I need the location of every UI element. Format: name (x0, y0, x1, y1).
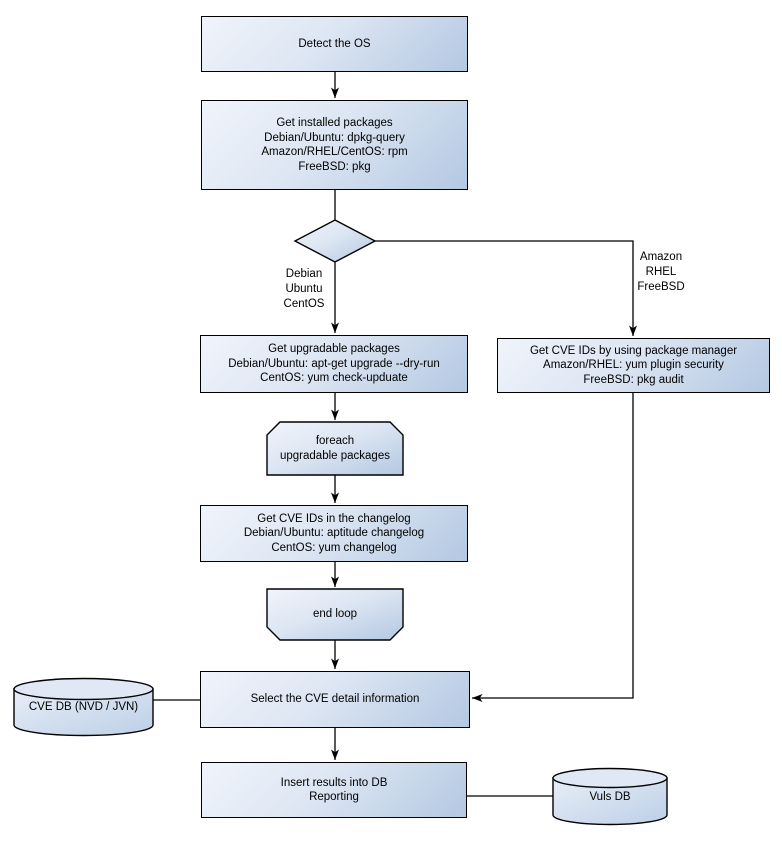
node-foreach-shape (266, 421, 404, 476)
node-label: CentOS: yum check-upduate (260, 372, 408, 385)
node-label: Get CVE IDs in the changelog (257, 512, 411, 525)
node-label: Vuls DB (589, 790, 631, 803)
edge-label-right-branch: Amazon RHEL FreeBSD (637, 251, 685, 293)
node-label: CVE DB (NVD / JVN) (28, 700, 139, 713)
node-label: Debian/Ubuntu: dpkg-query (264, 131, 405, 144)
edge-label-left-branch: Debian Ubuntu CentOS (283, 268, 325, 310)
node-endloop-shape (266, 588, 404, 641)
node-label: Get installed packages (276, 117, 393, 129)
node-get-cve-ids-changelog: Get CVE IDs in the changelog Debian/Ubun… (200, 505, 468, 562)
node-label: Amazon/RHEL/CentOS: rpm (261, 146, 408, 158)
node-label: CentOS: yum changelog (271, 541, 397, 554)
node-vulsdb-cylinder (552, 767, 668, 826)
node-detect-os: Detect the OS (201, 16, 468, 72)
edge-pkg-mgr-to-select (472, 393, 634, 702)
node-label: Detect the OS (298, 37, 371, 50)
node-get-installed-packages: Get installed packages Debian/Ubuntu: dp… (201, 100, 468, 190)
node-label: Get upgradable packages (268, 343, 400, 356)
node-label: end loop (312, 608, 358, 621)
node-label: upgradable packages (280, 449, 390, 462)
node-get-upgradable-packages: Get upgradable packages Debian/Ubuntu: a… (200, 335, 468, 393)
node-label: Amazon/RHEL: yum plugin security (543, 359, 724, 372)
node-foreach-label: foreach upgradable packages (267, 422, 403, 475)
edge-decision-to-pkg-mgr (375, 240, 637, 336)
node-os-decision-diamond (293, 219, 377, 263)
node-label: Get CVE IDs by using package manager (529, 344, 738, 357)
node-endloop-label: end loop (267, 589, 403, 640)
node-label: Insert results into DB (280, 776, 388, 789)
node-label: Reporting (309, 791, 359, 803)
node-label: FreeBSD: pkg audit (583, 373, 684, 386)
node-label: foreach (315, 435, 355, 447)
node-insert-results: Insert results into DB Reporting (201, 762, 467, 818)
node-select-cve-detail: Select the CVE detail information (200, 671, 470, 728)
node-label: Select the CVE detail information (250, 693, 420, 706)
node-cvedb-label: CVE DB (NVD / JVN) (14, 686, 153, 728)
node-label: Debian/Ubuntu: aptitude changelog (243, 527, 425, 540)
node-label: Debian/Ubuntu: apt-get upgrade --dry-run (228, 357, 440, 370)
node-vulsdb-label: Vuls DB (553, 776, 667, 818)
node-get-cve-ids-pkg-manager: Get CVE IDs by using package manager Ama… (497, 338, 770, 393)
node-cvedb-cylinder (13, 677, 154, 737)
node-label: FreeBSD: pkg (298, 160, 371, 173)
